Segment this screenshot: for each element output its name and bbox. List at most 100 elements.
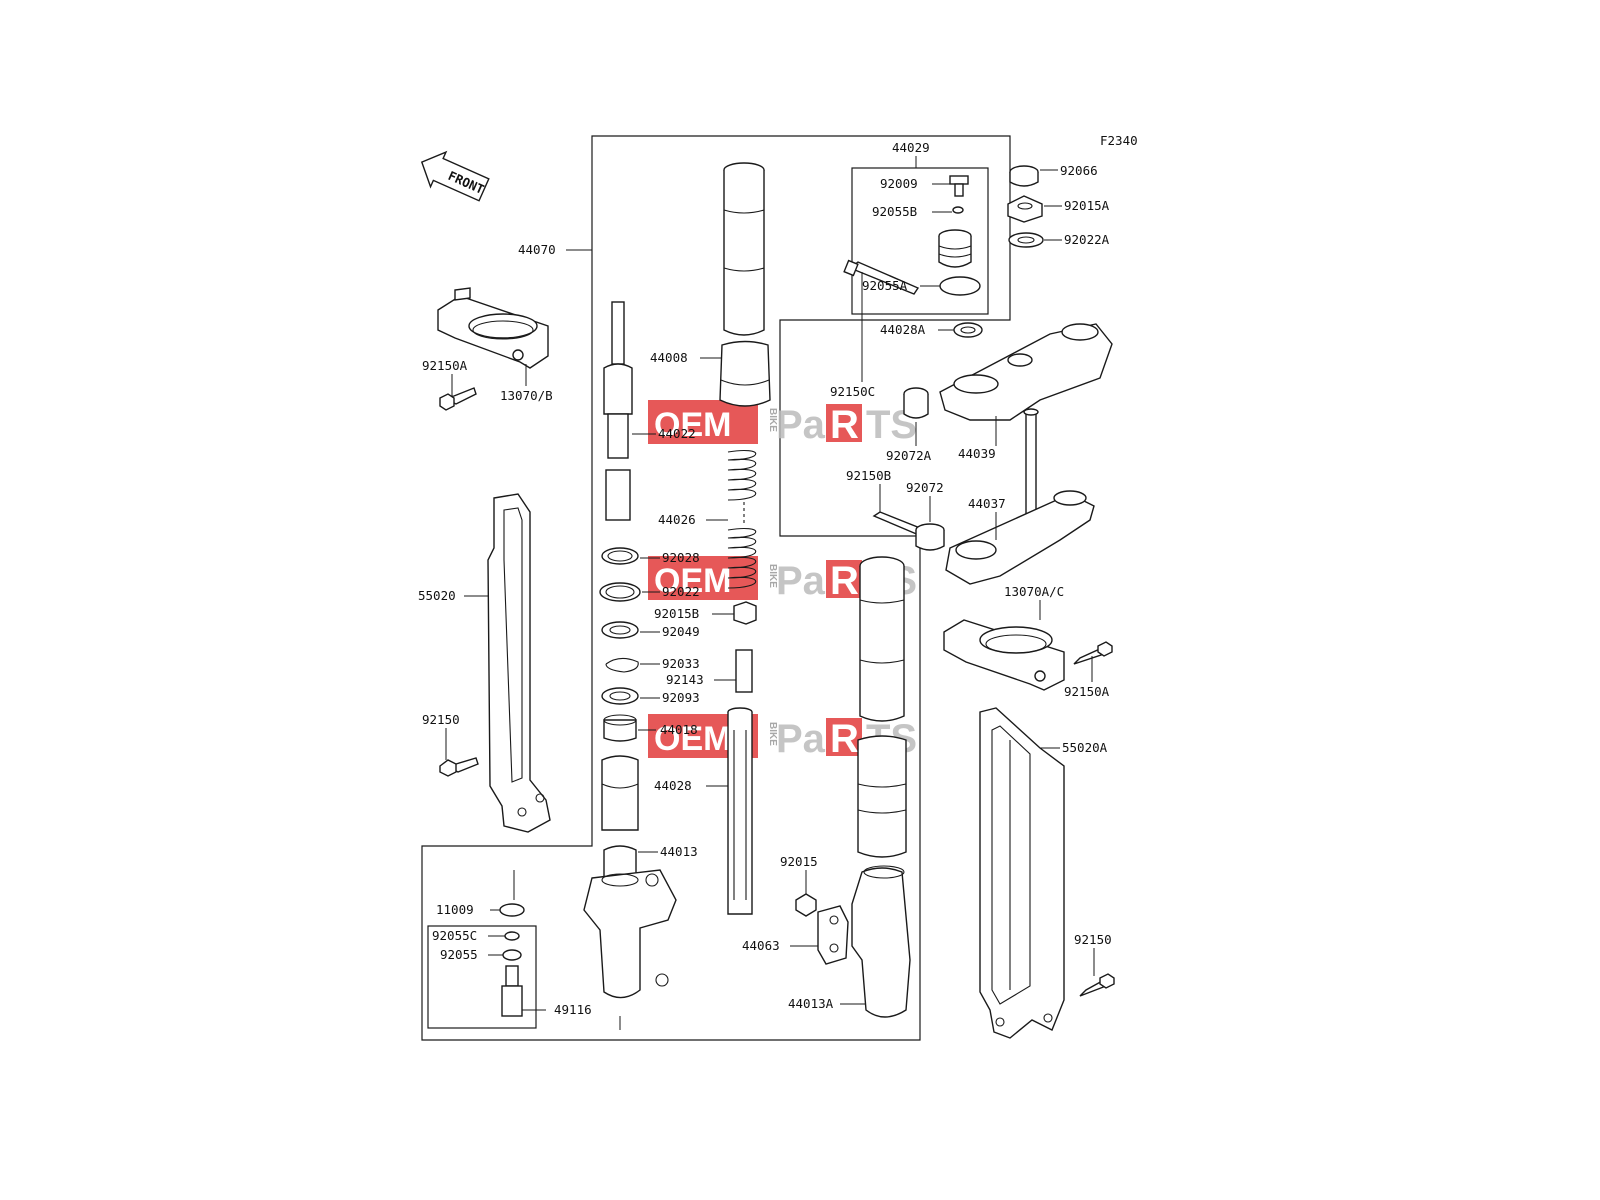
label-92015B: 92015B: [654, 606, 699, 621]
clamp-bracket-left: [437, 287, 549, 369]
figure-code: F2340: [1100, 133, 1138, 148]
cap-assembly-box: [851, 167, 989, 315]
fork-guard-right: [979, 707, 1065, 1039]
svg-text:R: R: [830, 559, 859, 603]
spacer-44028A: [953, 322, 983, 338]
label-92055A: 92055A: [862, 278, 908, 293]
label-44037: 44037: [968, 496, 1006, 511]
nut-92015A: [1007, 195, 1043, 223]
fork-bottom-44013: [583, 845, 677, 999]
cylinder-unit: [601, 755, 639, 831]
label-44070: 44070: [518, 242, 556, 257]
axle-holder-44063: [817, 905, 849, 965]
o-ring-92055C: [504, 931, 520, 941]
label-92055B: 92055B: [872, 204, 917, 219]
label-92150-left: 92150: [422, 712, 460, 727]
svg-text:Pa: Pa: [776, 403, 826, 447]
label-44063: 44063: [742, 938, 780, 953]
label-44026: 44026: [658, 512, 696, 527]
label-44018: 44018: [660, 722, 698, 737]
label-92015A: 92015A: [1064, 198, 1110, 213]
label-44008: 44008: [650, 350, 688, 365]
valve-assembly-box: [427, 925, 537, 1029]
label-92150A-right: 92150A: [1064, 684, 1110, 699]
clip-92033: [605, 657, 639, 673]
label-92009: 92009: [880, 176, 918, 191]
gasket-11009: [499, 903, 525, 917]
upper-triple-clamp: [939, 323, 1113, 421]
label-92150-right: 92150: [1074, 932, 1112, 947]
label-92049: 92049: [662, 624, 700, 639]
label-44028A: 44028A: [880, 322, 926, 337]
svg-text:Pa: Pa: [776, 559, 826, 603]
label-44013A: 44013A: [788, 996, 834, 1011]
label-92055C: 92055C: [432, 928, 477, 943]
label-55020A: 55020A: [1062, 740, 1108, 755]
label-49116: 49116: [554, 1002, 592, 1017]
label-13070AC: 13070A/C: [1004, 584, 1064, 599]
label-92015: 92015: [780, 854, 818, 869]
label-92022: 92022: [662, 584, 700, 599]
label-44028: 44028: [654, 778, 692, 793]
svg-text:OEM: OEM: [654, 562, 731, 600]
bolt-icon: [439, 387, 477, 411]
label-55020: 55020: [418, 588, 456, 603]
svg-text:R: R: [830, 717, 859, 761]
label-44022: 44022: [658, 426, 696, 441]
label-44029: 44029: [892, 140, 930, 155]
label-92022A: 92022A: [1064, 232, 1110, 247]
valve-49116: [501, 965, 523, 1017]
label-92033: 92033: [662, 656, 700, 671]
bolt-icon: [1079, 973, 1115, 997]
label-92143: 92143: [666, 672, 704, 687]
o-ring-92055B: [952, 206, 964, 214]
label-92066: 92066: [1060, 163, 1098, 178]
fork-inner-tube: [857, 556, 907, 858]
part-labels: 44070 44029 92009 92055B 92055A 44028A 9…: [418, 140, 1112, 1017]
nut-92015: [795, 893, 817, 917]
bolt-icon: [1073, 641, 1113, 665]
front-arrow-icon: FRONT: [420, 150, 490, 202]
label-92093: 92093: [662, 690, 700, 705]
label-92028: 92028: [662, 550, 700, 565]
steering-stem: [945, 408, 1095, 585]
bushing-92072A: [903, 387, 929, 419]
label-92150C: 92150C: [830, 384, 875, 399]
label-92072: 92072: [906, 480, 944, 495]
bushing-44018: [603, 714, 637, 742]
cap-92066: [1009, 165, 1039, 187]
bolt-92150C: [843, 259, 920, 295]
washer-92022A: [1008, 232, 1044, 248]
oil-seal-92049: [601, 621, 639, 639]
label-92072A: 92072A: [886, 448, 932, 463]
fork-bottom-44013A: [851, 865, 911, 1018]
svg-text:BIKE: BIKE: [767, 408, 778, 432]
inner-rod-44028: [727, 707, 753, 915]
svg-text:BIKE: BIKE: [767, 722, 778, 746]
label-92150A-top: 92150A: [422, 358, 468, 373]
label-13070B: 13070/B: [500, 388, 553, 403]
leader-lines: [445, 156, 1095, 1030]
o-ring-92055A: [939, 276, 981, 296]
ring-92028: [601, 547, 639, 565]
label-44039: 44039: [958, 446, 996, 461]
fork-spring: [727, 449, 757, 589]
label-11009: 11009: [436, 902, 474, 917]
clamp-bracket-right: [943, 619, 1065, 691]
washer-92022: [599, 582, 641, 602]
fork-cap: [938, 229, 972, 268]
svg-text:R: R: [830, 403, 859, 447]
o-ring-92055: [502, 949, 522, 961]
svg-text:OEM: OEM: [654, 720, 731, 758]
bolt-icon: [439, 757, 479, 777]
dust-seal-92093: [601, 687, 639, 705]
damper-rod: [603, 301, 633, 521]
label-44013: 44013: [660, 844, 698, 859]
bushing-92072: [915, 523, 945, 551]
collar-92143: [735, 649, 753, 693]
label-92055: 92055: [440, 947, 478, 962]
label-92150B: 92150B: [846, 468, 891, 483]
fork-outer-tube: [719, 162, 771, 407]
nut-92015B: [733, 601, 757, 625]
